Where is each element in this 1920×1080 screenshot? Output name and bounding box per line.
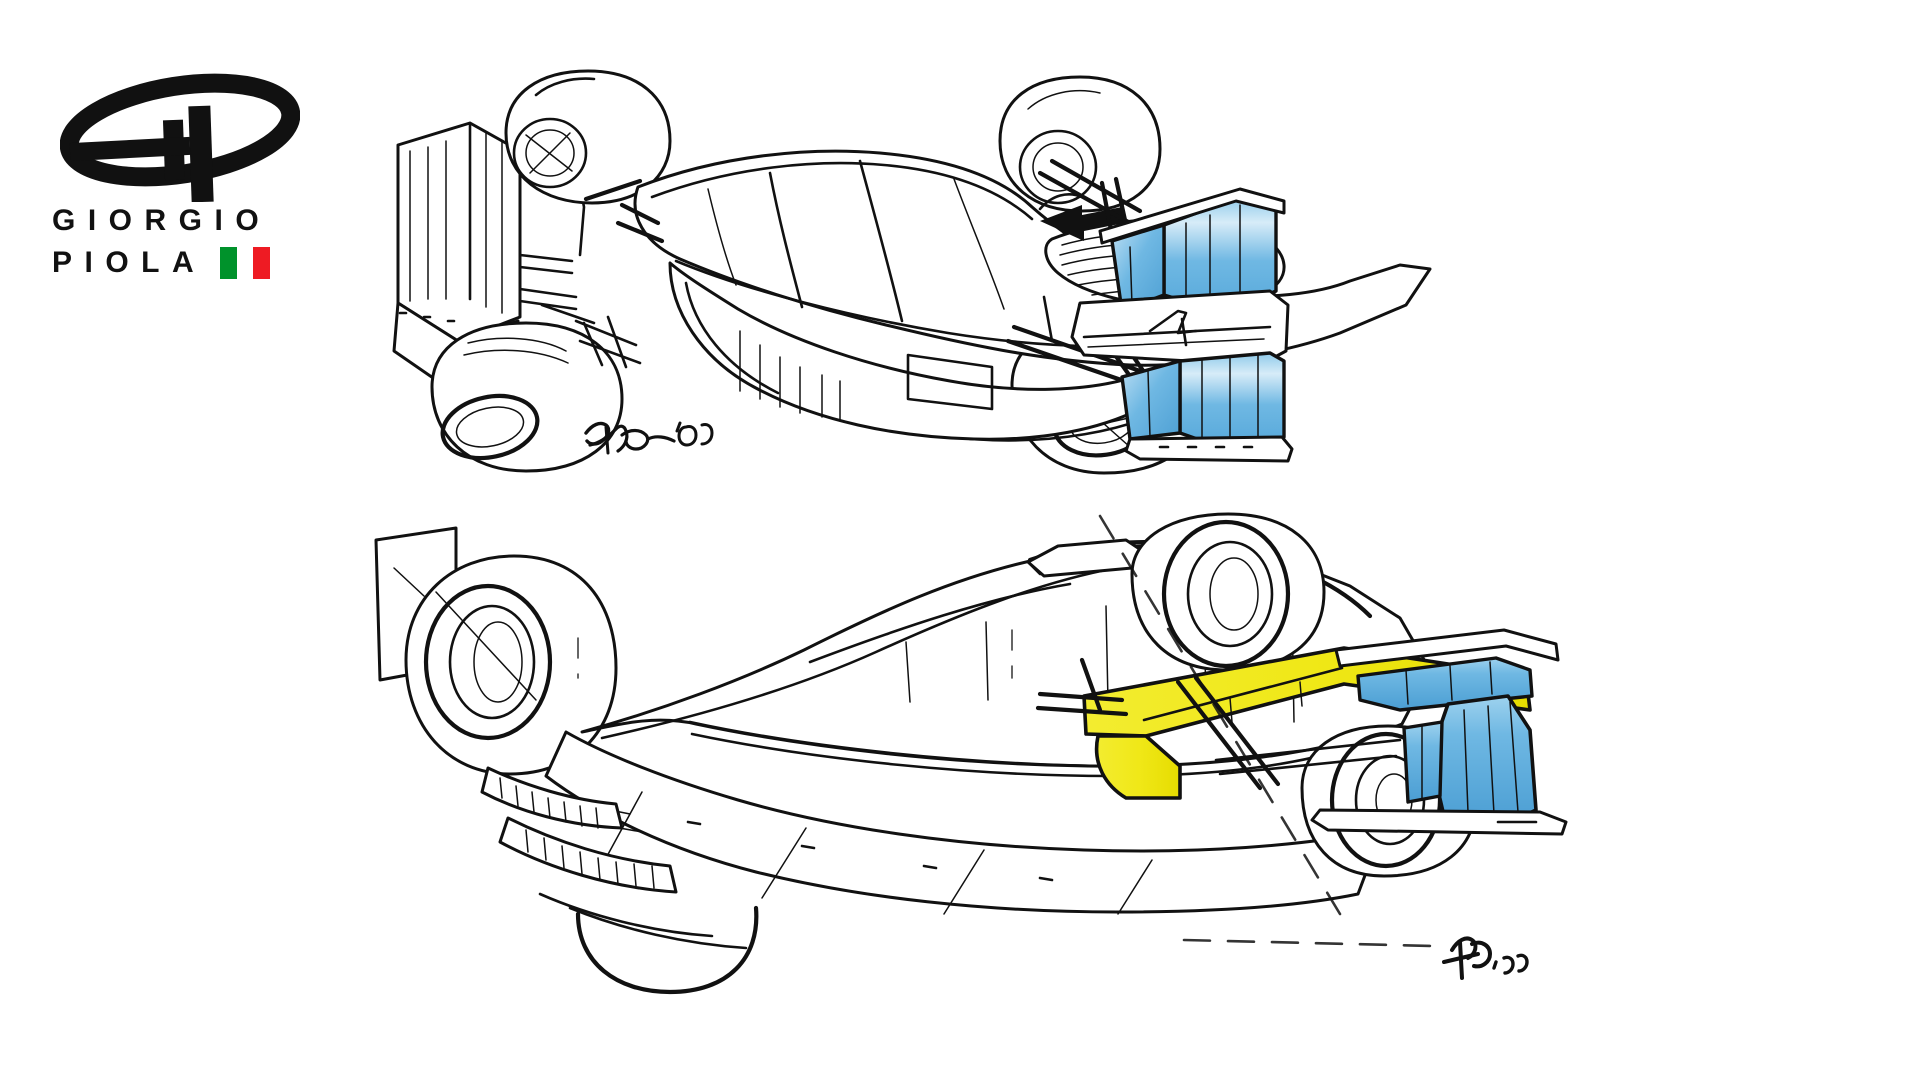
logo-text-piola: PIOLA [52,246,207,279]
wheel-front-right [998,75,1162,213]
rear-wing-endplate-blue [1428,694,1538,826]
gp-monogram-icon [60,73,300,202]
front-suspension-left [540,178,665,369]
rear-wing-assembly [1070,187,1294,463]
rear-wing-strake-blue [1402,720,1444,804]
rear-wing-lower-beam [1120,359,1182,441]
wheel-rear-left [430,321,624,473]
front-wing-lower-vanes [480,766,748,950]
flag-stripe-white [236,247,254,279]
f1-car-three-quarter-top-view [392,69,1432,475]
artist-signature-bottom [1442,936,1529,980]
illustration-car-bottom [340,510,1680,1030]
flag-stripe-green [220,247,237,279]
artist-signature-top [584,421,714,455]
construction-lines [577,514,1436,948]
italian-flag-icon [220,247,271,279]
wheel-rear-left-b [1130,512,1326,672]
diffuser-lower-yellow [1094,734,1182,800]
flag-stripe-red [253,247,271,279]
rear-wing-lower-flap [1178,351,1286,449]
front-wing-assembly [392,121,586,393]
logo-wordmark-line-1: GIORGIO [52,200,310,242]
wheel-front-left-b [404,554,618,776]
ghost-wheel-outline-front [575,905,759,995]
rear-wing-assembly-b [1310,628,1568,836]
giorgio-piola-logo: GIORGIO PIOLA [52,72,312,282]
wheel-front-left [504,69,672,205]
illustration-car-top [340,55,1600,515]
f1-car-underbody-diffuser-view [374,512,1568,995]
rear-wing-endplate-number-4 [1148,309,1198,347]
logo-wordmark-line-2: PIOLA [52,242,310,284]
cockpit-arrow-icon [1040,205,1124,241]
logo-text-giorgio: GIORGIO [52,204,272,237]
logo-wordmark: GIORGIO PIOLA [52,200,310,284]
